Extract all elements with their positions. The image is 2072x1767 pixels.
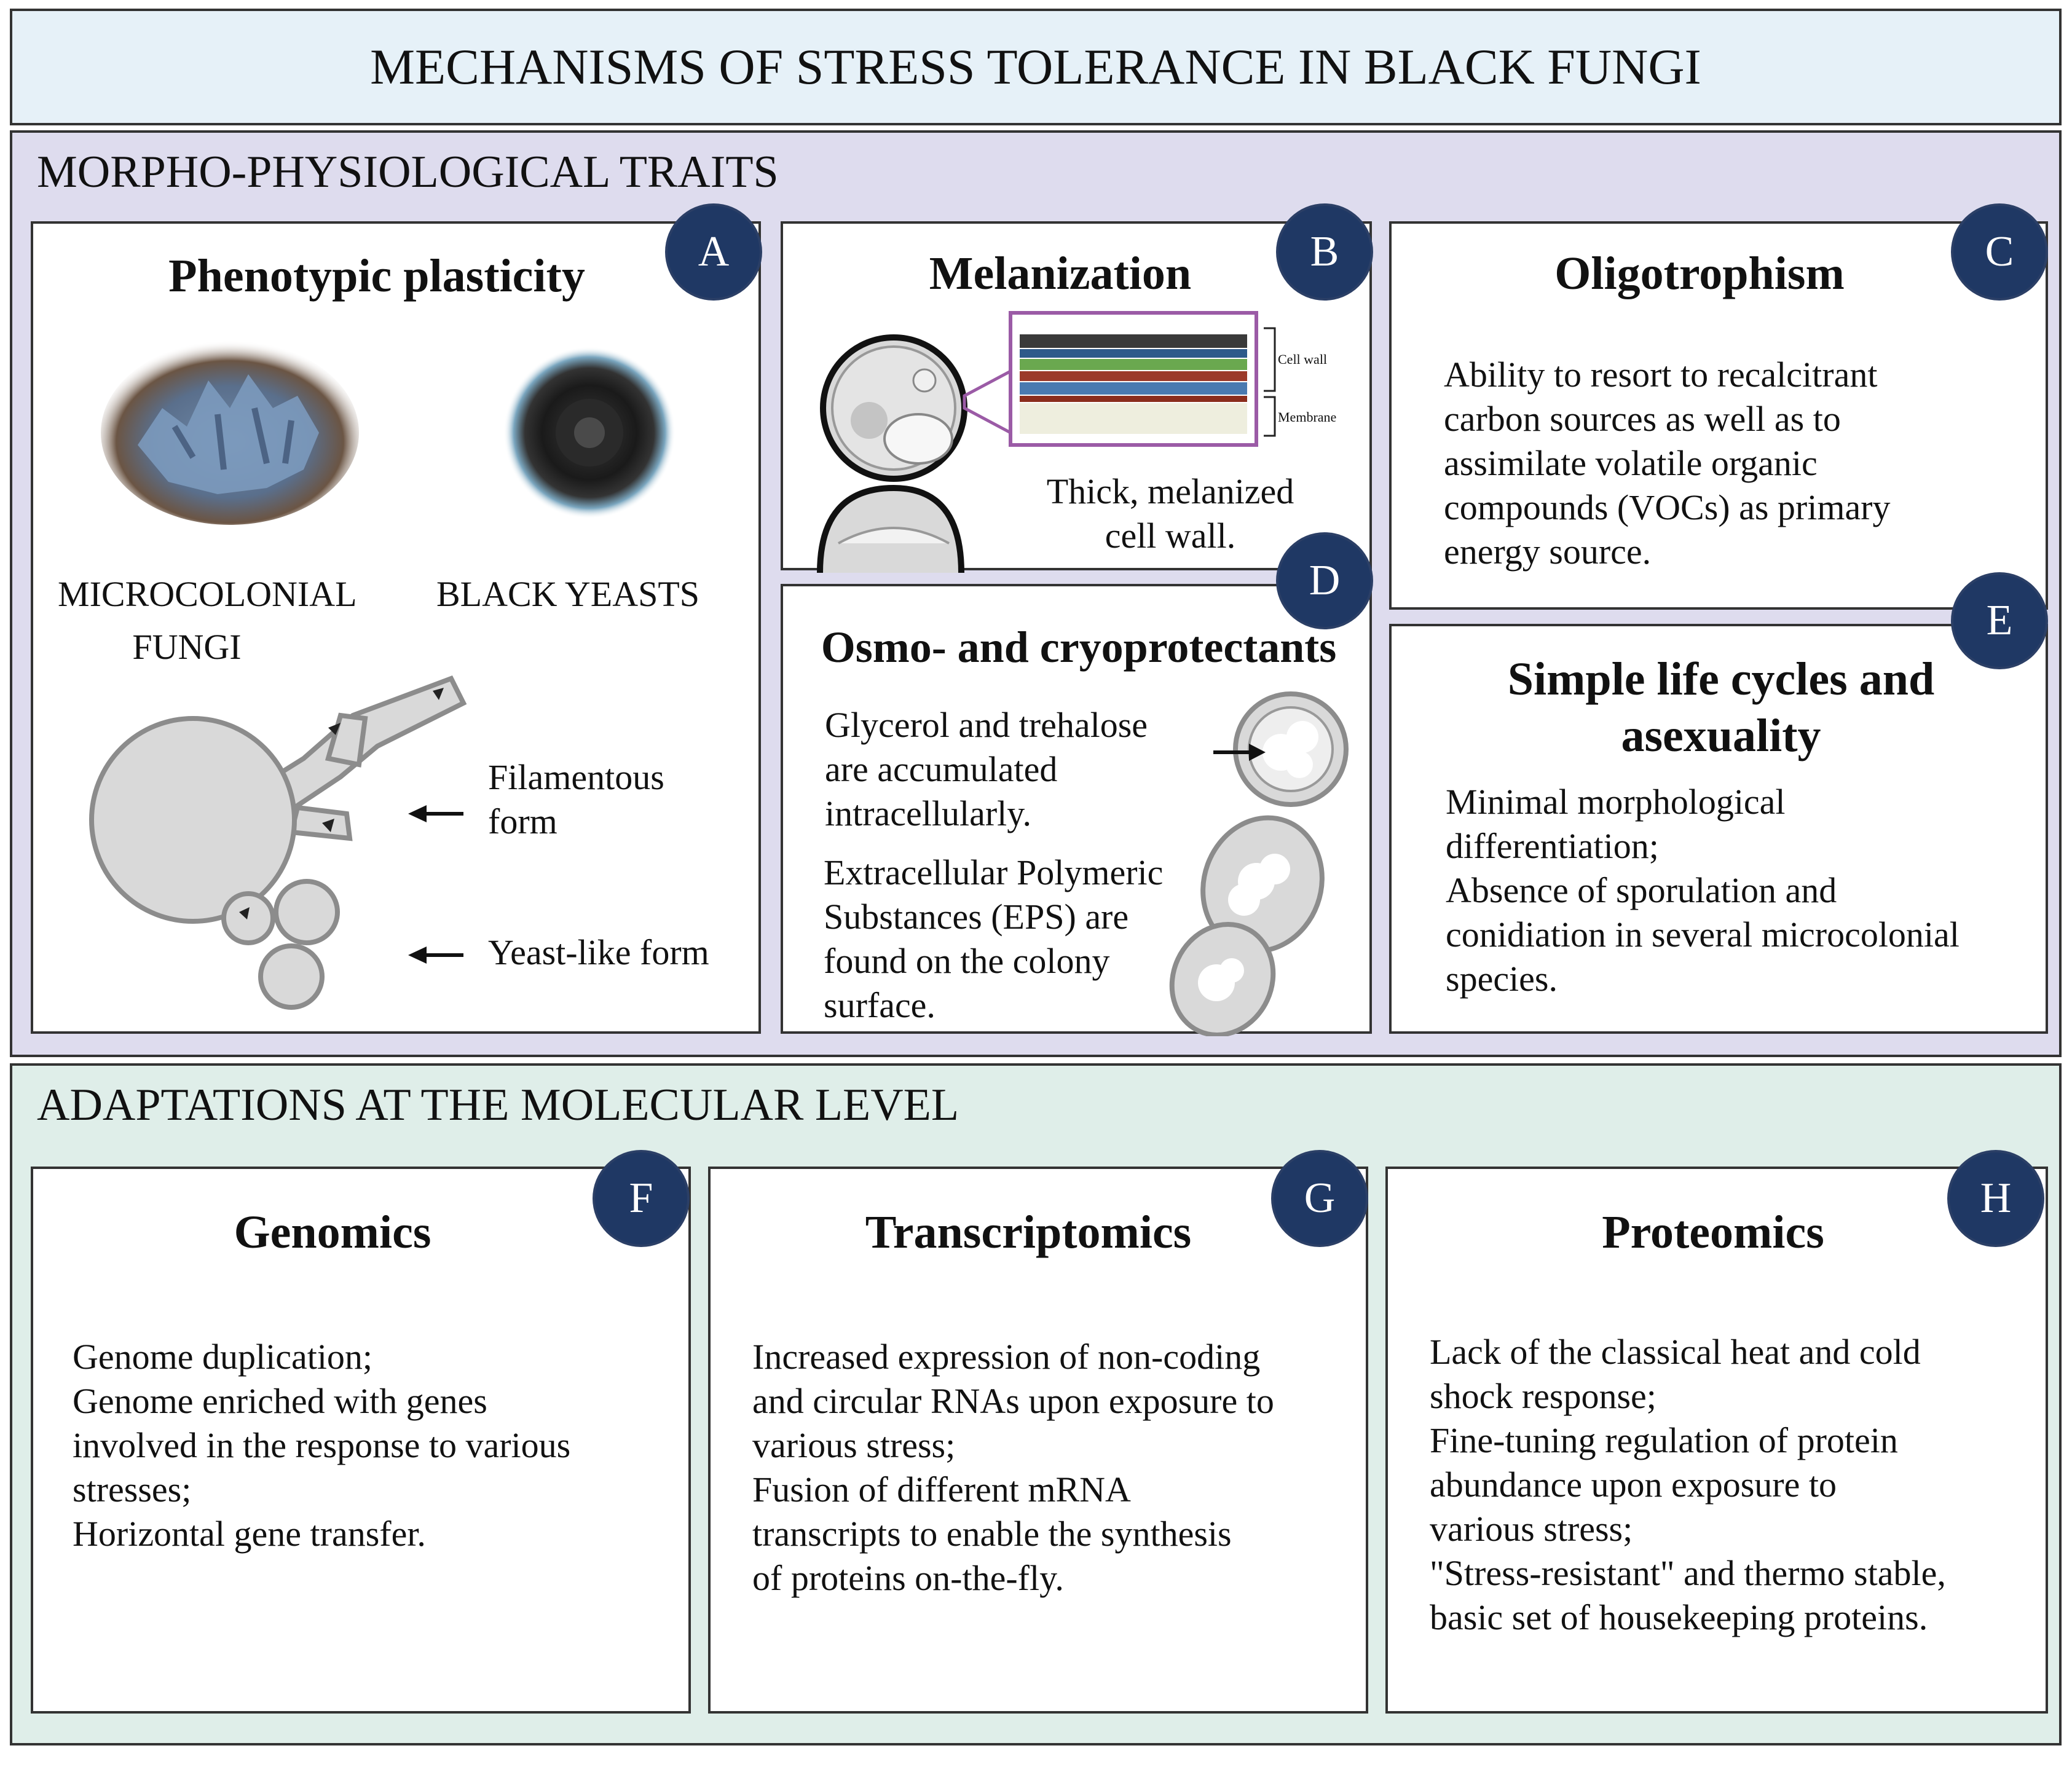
oligotrophism-text: Ability to resort to recalcitrant carbon…: [1444, 355, 1891, 572]
badge-f: F: [595, 1152, 687, 1245]
phenotypic-illustration: [89, 340, 676, 1010]
badge-e: E: [1953, 575, 2046, 667]
transcriptomics-text: Increased expression of non-coding and c…: [752, 1337, 1274, 1598]
panel-osmo-cryoprotectants: Osmo- and cryoprotectants Glycerol and t…: [781, 584, 1372, 1036]
panel-h-title: Proteomics: [1602, 1206, 1824, 1258]
panel-f-title: Genomics: [234, 1206, 431, 1258]
panel-simple-life-cycles: Simple life cycles and asexuality Minima…: [1389, 624, 2048, 1034]
yeast-like-form-label: Yeast-like form: [488, 932, 709, 972]
badge-b: B: [1278, 206, 1371, 298]
panel-melanization: Melanization Cell wall Membrane Thick, m…: [781, 221, 1372, 573]
badge-d: D: [1278, 535, 1371, 627]
cell-wall-layers: [1020, 334, 1247, 434]
filamentous-yeast-drawing: [89, 675, 467, 1010]
figure-title-bar: MECHANISMS OF STRESS TOLERANCE IN BLACK …: [10, 9, 2062, 125]
melanization-caption: Thick, melanized cell wall.: [1046, 471, 1294, 556]
genomics-text: Genome duplication; Genome enriched with…: [73, 1337, 571, 1554]
black-yeasts-image: [503, 347, 676, 519]
melanized-cell-illustration: [817, 311, 1276, 573]
panel-d-title: Osmo- and cryoprotectants: [821, 623, 1337, 672]
microcolonial-fungi-label: MICROCOLONIAL FUNGI: [58, 574, 357, 667]
badge-a: A: [668, 206, 760, 298]
badge-g: G: [1274, 1152, 1366, 1245]
proteomics-text: Lack of the classical heat and cold shoc…: [1430, 1332, 1946, 1637]
panel-g-title: Transcriptomics: [865, 1206, 1192, 1258]
cell-wall-label: Cell wall: [1278, 352, 1328, 367]
morpho-section-label: MORPHO-PHYSIOLOGICAL TRAITS: [37, 147, 779, 197]
arrow-icon: [1213, 744, 1266, 761]
panel-genomics: Genomics Genome duplication; Genome enri…: [31, 1167, 691, 1714]
badge-h: H: [1950, 1152, 2042, 1245]
panel-c-title: Oligotrophism: [1554, 248, 1845, 299]
microcolonial-fungi-image: [101, 340, 359, 525]
panel-proteomics: Proteomics Lack of the classical heat an…: [1385, 1167, 2048, 1714]
cell-drawing: [817, 334, 967, 573]
molecular-section-label: ADAPTATIONS AT THE MOLECULAR LEVEL: [37, 1080, 959, 1130]
filamentous-form-label: Filamentous form: [488, 757, 664, 841]
panel-a-title: Phenotypic plasticity: [168, 250, 585, 302]
life-cycles-text: Minimal morphological differentiation; A…: [1446, 782, 1960, 999]
figure-title: MECHANISMS OF STRESS TOLERANCE IN BLACK …: [370, 39, 1701, 95]
arrow-icons: [408, 805, 463, 964]
panel-b-title: Melanization: [929, 248, 1192, 299]
yeast-chain-illustration: [1169, 691, 1349, 1036]
black-yeasts-label: BLACK YEASTS: [436, 574, 700, 614]
badge-c: C: [1953, 206, 2046, 298]
panel-transcriptomics: Transcriptomics Increased expression of …: [708, 1167, 1368, 1714]
panel-phenotypic-plasticity: Phenotypic plasticity: [31, 221, 761, 1034]
panel-e-title: Simple life cycles and asexuality: [1507, 653, 1935, 762]
panel-oligotrophism: Oligotrophism Ability to resort to recal…: [1389, 221, 2048, 610]
membrane-label: Membrane: [1278, 409, 1337, 425]
osmo-text-eps: Extracellular Polymeric Substances (EPS)…: [824, 852, 1164, 1025]
osmo-text-glycerol: Glycerol and trehalose are accumulated i…: [825, 705, 1148, 833]
